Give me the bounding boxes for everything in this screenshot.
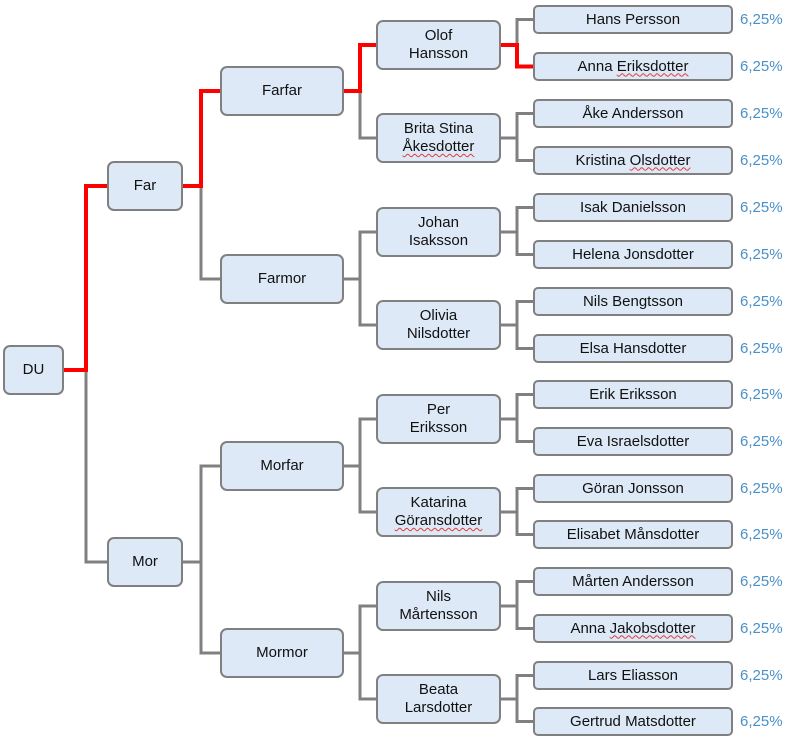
person-name: Isak Danielsson [580,198,686,216]
person-node-du[interactable]: DU [3,345,64,395]
person-name: Katarina Göransdotter [394,494,483,529]
spellcheck-underline: Göransdotter [394,512,483,529]
person-node-per[interactable]: Per Eriksson [376,394,501,444]
person-node-nils-b[interactable]: Nils Bengtsson [533,287,733,316]
person-node-anna-e[interactable]: Anna Eriksdotter [533,52,733,81]
person-name: Johan Isaksson [408,214,469,249]
person-name: Brita Stina Åkesdotter [402,120,475,155]
person-name: Morfar [260,457,304,474]
person-node-goran[interactable]: Göran Jonsson [533,474,733,503]
person-name: Åke Andersson [582,104,684,122]
person-node-hans[interactable]: Hans Persson [533,5,733,34]
person-node-erik[interactable]: Erik Eriksson [533,380,733,409]
person-name: Helena Jonsdotter [572,245,694,263]
inheritance-percent: 6,25% [740,619,783,637]
person-name: Hans Persson [585,10,681,28]
person-node-eva[interactable]: Eva Israelsdotter [533,427,733,456]
person-name: DU [22,361,45,378]
person-node-elsa[interactable]: Elsa Hansdotter [533,334,733,363]
person-node-olivia[interactable]: Olivia Nilsdotter [376,300,501,350]
person-name: Mårten Andersson [572,572,694,590]
person-node-gertrud[interactable]: Gertrud Matsdotter [533,707,733,736]
person-name: Anna Jakobsdotter [570,619,696,637]
person-name: Beata Larsdotter [404,681,473,716]
person-node-anna-j[interactable]: Anna Jakobsdotter [533,614,733,643]
inheritance-percent: 6,25% [740,104,783,122]
person-node-katarina[interactable]: Katarina Göransdotter [376,487,501,537]
person-node-nils-m[interactable]: Nils Mårtensson [376,581,501,631]
inheritance-percent: 6,25% [740,292,783,310]
person-node-brita[interactable]: Brita Stina Åkesdotter [376,113,501,163]
person-node-far[interactable]: Far [107,161,183,211]
inheritance-percent: 6,25% [740,666,783,684]
person-name: Per Eriksson [409,401,468,436]
inheritance-percent: 6,25% [740,432,783,450]
inheritance-percent: 6,25% [740,57,783,75]
inheritance-percent: 6,25% [740,385,783,403]
spellcheck-underline: Eriksdotter [616,57,689,75]
person-node-helena[interactable]: Helena Jonsdotter [533,240,733,269]
person-node-mormor[interactable]: Mormor [220,628,344,678]
spellcheck-underline: Olsdotter [629,151,691,169]
person-node-farmor[interactable]: Farmor [220,254,344,304]
person-node-johan[interactable]: Johan Isaksson [376,207,501,257]
person-node-elisabet[interactable]: Elisabet Månsdotter [533,520,733,549]
person-name: Olof Hansson [408,27,469,62]
spellcheck-underline: Åkesdotter [402,138,475,155]
person-name: Gertrud Matsdotter [570,712,696,730]
person-name: Göran Jonsson [582,479,684,497]
person-node-marten[interactable]: Mårten Andersson [533,567,733,596]
person-node-beata[interactable]: Beata Larsdotter [376,674,501,724]
inheritance-percent: 6,25% [740,245,783,263]
person-name: Kristina Olsdotter [575,151,691,169]
inheritance-percent: 6,25% [740,339,783,357]
person-name: Farmor [257,270,307,287]
person-node-morfar[interactable]: Morfar [220,441,344,491]
person-name: Far [133,177,157,194]
person-name: Anna Eriksdotter [577,57,689,75]
person-name: Eva Israelsdotter [576,432,690,450]
spellcheck-underline: Jakobsdotter [609,619,696,637]
person-name: Mormor [256,644,308,661]
person-node-mor[interactable]: Mor [107,537,183,587]
person-name: Lars Eliasson [587,666,679,684]
person-name: Nils Mårtensson [399,588,478,623]
inheritance-percent: 6,25% [740,198,783,216]
person-node-kristina[interactable]: Kristina Olsdotter [533,146,733,175]
inheritance-percent: 6,25% [740,525,783,543]
person-name: Erik Eriksson [589,385,677,403]
inheritance-percent: 6,25% [740,712,783,730]
person-node-farfar[interactable]: Farfar [220,66,344,116]
person-name: Farfar [261,82,302,99]
inheritance-percent: 6,25% [740,479,783,497]
person-node-olof[interactable]: Olof Hansson [376,20,501,70]
person-name: Mor [132,553,158,570]
person-name: Olivia Nilsdotter [406,307,471,342]
person-name: Nils Bengtsson [582,292,684,310]
person-node-isak[interactable]: Isak Danielsson [533,193,733,222]
person-name: Elsa Hansdotter [579,339,687,357]
inheritance-percent: 6,25% [740,151,783,169]
person-name: Elisabet Månsdotter [566,525,700,543]
inheritance-percent: 6,25% [740,572,783,590]
person-node-lars[interactable]: Lars Eliasson [533,661,733,690]
inheritance-percent: 6,25% [740,10,783,28]
person-node-ake[interactable]: Åke Andersson [533,99,733,128]
